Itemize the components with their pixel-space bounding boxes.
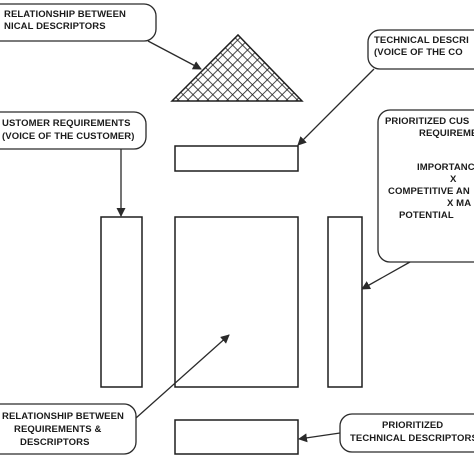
callout-text-line: USTOMER REQUIREMENTS xyxy=(2,118,131,129)
prioritized-customer-requirements-box xyxy=(327,216,363,388)
roof-correlation-matrix xyxy=(170,33,304,102)
callout-text-line: REQUIREMENTS & xyxy=(14,424,101,435)
callout-text-line: POTENTIAL xyxy=(399,210,454,221)
prioritized-technical-descriptors-box xyxy=(174,419,299,455)
callout-text-line: X MA xyxy=(447,198,471,209)
callout-technical-descriptors: TECHNICAL DESCRI (VOICE OF THE CO xyxy=(367,29,474,70)
callout-text-line: RELATIONSHIP BETWEEN xyxy=(2,411,124,422)
callout-text-line: COMPETITIVE AN xyxy=(388,186,470,197)
arrow-to-technical-descriptors xyxy=(297,68,375,146)
technical-descriptors-box xyxy=(174,145,299,172)
callout-text-line: IMPORTANC xyxy=(417,162,474,173)
callout-text-line: TECHNICAL DESCRI xyxy=(374,35,469,46)
arrow-to-prioritized-technical-descriptors xyxy=(298,432,341,443)
callout-text-line: TECHNICAL DESCRIPTORS xyxy=(350,433,474,444)
callout-text-line: REQUIREME xyxy=(419,128,474,139)
callout-prioritized-customer-requirements: PRIORITIZED CUS REQUIREME IMPORTANC X CO… xyxy=(377,109,474,263)
callout-text-line: PRIORITIZED xyxy=(382,420,443,431)
customer-requirements-box xyxy=(100,216,143,388)
arrow-to-prioritized-customer-requirements xyxy=(361,261,411,290)
callout-text-line: DESCRIPTORS xyxy=(20,437,90,448)
callout-text-line: RELATIONSHIP BETWEEN xyxy=(4,9,126,20)
callout-relationship-between-requirements-descriptors: RELATIONSHIP BETWEEN REQUIREMENTS & DESC… xyxy=(0,403,137,455)
callout-relationship-between-technical-descriptors: RELATIONSHIP BETWEEN NICAL DESCRIPTORS xyxy=(0,3,157,42)
callout-text-line: X xyxy=(450,174,457,185)
callout-text-line: (VOICE OF THE CUSTOMER) xyxy=(2,131,135,142)
callout-text-line: NICAL DESCRIPTORS xyxy=(4,21,106,32)
callout-prioritized-technical-descriptors: PRIORITIZED TECHNICAL DESCRIPTORS xyxy=(339,413,474,453)
callout-text-line: PRIORITIZED CUS xyxy=(385,116,469,127)
arrow-to-roof xyxy=(147,40,202,70)
relationship-matrix-box xyxy=(174,216,299,388)
arrow-to-relationship-matrix xyxy=(135,334,230,419)
callout-text-line: (VOICE OF THE CO xyxy=(374,47,463,58)
callout-customer-requirements: USTOMER REQUIREMENTS (VOICE OF THE CUSTO… xyxy=(0,111,147,150)
